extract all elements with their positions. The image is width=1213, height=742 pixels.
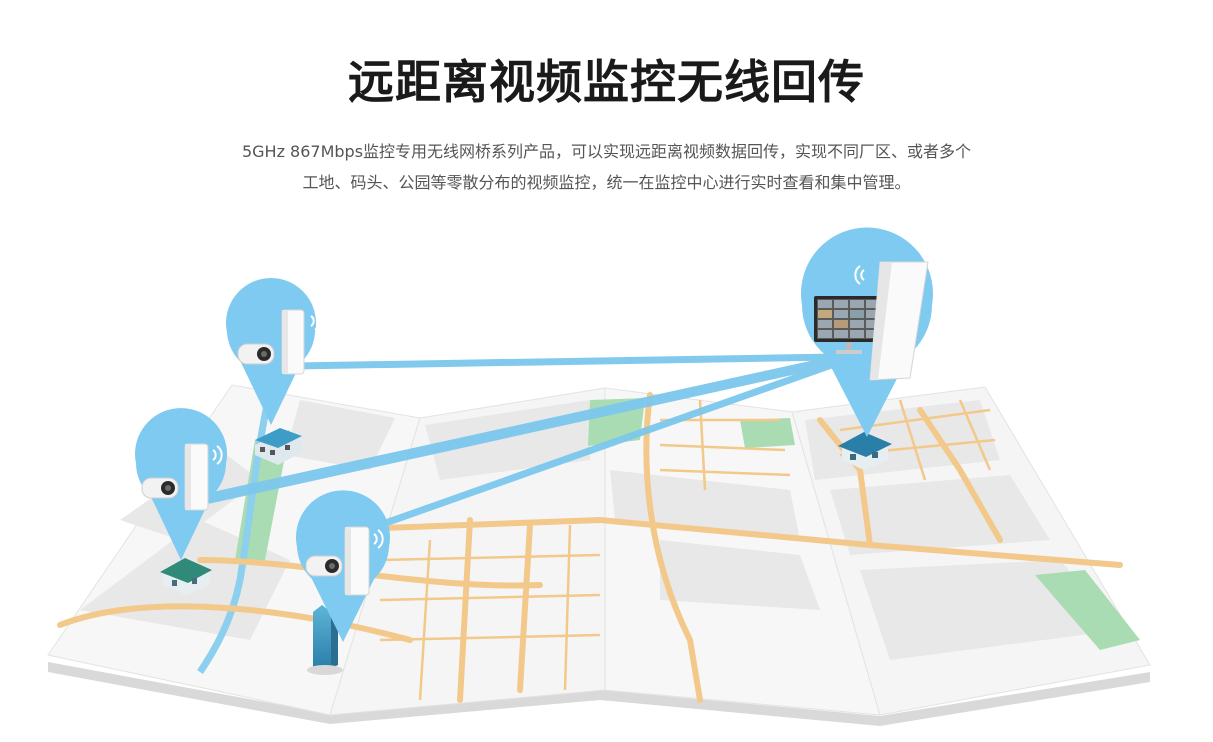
page-title: 远距离视频监控无线回传 [348, 55, 865, 109]
location-pin-camera-site-2 [135, 408, 227, 560]
wifi-signal-icon [854, 265, 865, 285]
wireless-links [206, 353, 844, 529]
location-pin-camera-site-3 [295, 490, 390, 642]
security-camera-icon [141, 477, 179, 499]
description-line-1: 5GHz 867Mbps监控专用无线网桥系列产品，可以实现远距离视频数据回传，实… [241, 142, 972, 161]
bridge-antenna-icon [184, 443, 209, 511]
wifi-signal-icon [310, 311, 321, 331]
monitor-display-icon [814, 296, 884, 354]
security-camera-icon [237, 343, 275, 365]
folded-map [47, 384, 1151, 716]
description-line-2: 工地、码头、公园等零散分布的视频监控，统一在监控中心进行实时查看和集中管理。 [302, 173, 911, 192]
wireless-link-3 [211, 354, 844, 499]
house-right-icon [838, 432, 892, 470]
page-description: 5GHz 867Mbps监控专用无线网桥系列产品，可以实现远距离视频数据回传，实… [150, 136, 1063, 198]
wireless-link-4 [376, 358, 844, 529]
location-pin-monitoring-center [801, 227, 933, 437]
house-left-icon [160, 558, 212, 595]
wifi-signal-icon [212, 445, 223, 465]
location-pin-camera-site-1 [226, 278, 321, 425]
bridge-antenna-icon [344, 526, 370, 596]
wifi-signal-icon [373, 529, 384, 549]
wireless-link-1 [291, 353, 839, 370]
factory-building-icon [255, 428, 302, 465]
map-shadow [48, 662, 1150, 726]
bridge-antenna-icon [281, 309, 305, 375]
bridge-antenna-icon [869, 261, 929, 381]
security-camera-icon [305, 555, 343, 577]
